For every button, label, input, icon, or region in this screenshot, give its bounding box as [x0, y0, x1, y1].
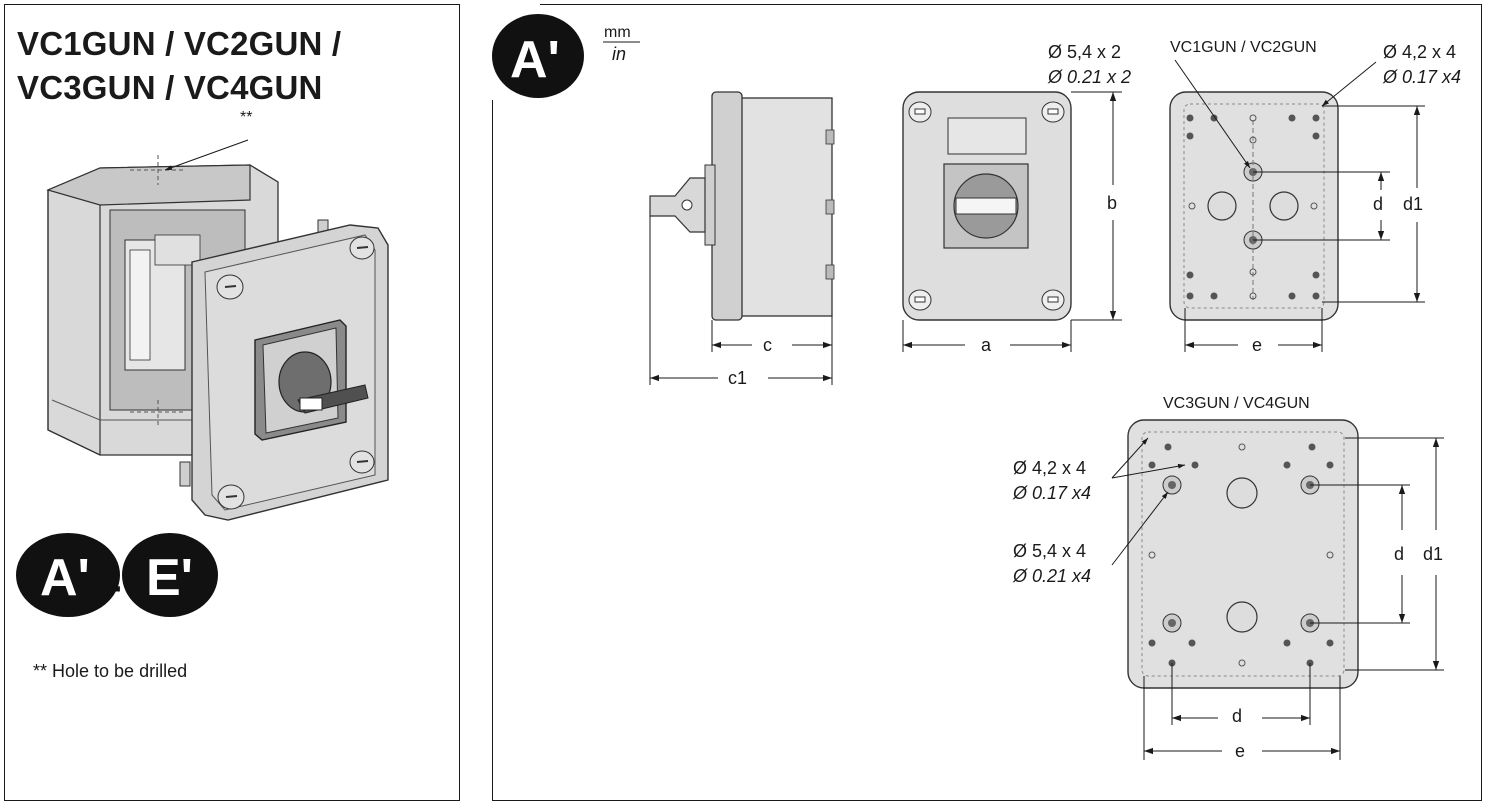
badge-a-label: A' [40, 549, 90, 607]
footnote: ** Hole to be drilled [33, 661, 188, 681]
dim-e-bottom: e [1235, 741, 1245, 761]
dim-a: a [981, 335, 992, 355]
hole-big-top-in: Ø 0.21 x 2 [1047, 67, 1131, 87]
title-line-1: VC1GUN / VC2GUN / [17, 25, 342, 62]
dim-e-top: e [1252, 335, 1262, 355]
badge-right-label: A' [510, 31, 560, 89]
hole-big-top-mm: Ø 5,4 x 2 [1048, 42, 1121, 62]
side-view [649, 91, 835, 385]
unit-in: in [612, 44, 626, 64]
enclosure-illustration [46, 139, 389, 521]
hole-small-top-in: Ø 0.17 x4 [1382, 67, 1461, 87]
title-line-2: VC3GUN / VC4GUN [17, 69, 323, 106]
right-panel-top-border [540, 4, 1482, 5]
front-view [902, 91, 1122, 352]
dim-d-bottom-h: d [1232, 706, 1242, 726]
hole-small-bottom-mm: Ø 4,2 x 4 [1013, 458, 1086, 478]
dim-d-bottom-v: d [1394, 544, 1404, 564]
badge-sep: - [107, 561, 122, 610]
dim-d1-top: d1 [1403, 194, 1423, 214]
back-view-top [1169, 59, 1425, 352]
top-group-title: VC1GUN / VC2GUN [1170, 39, 1317, 56]
dim-c: c [763, 335, 772, 355]
hole-small-top-mm: Ø 4,2 x 4 [1383, 42, 1456, 62]
drill-marker: ** [240, 109, 252, 126]
dim-d1-bottom: d1 [1423, 544, 1443, 564]
badge-e-label: E' [146, 549, 193, 607]
right-panel-left-border [492, 100, 493, 801]
unit-mm: mm [604, 24, 631, 41]
back-view-bottom [1111, 419, 1444, 760]
bottom-group-title: VC3GUN / VC4GUN [1163, 395, 1310, 412]
hole-big-bottom-in: Ø 0.21 x4 [1012, 566, 1091, 586]
dim-b: b [1107, 193, 1117, 213]
hole-big-bottom-mm: Ø 5,4 x 4 [1013, 541, 1086, 561]
badge-a-e: A' - E' [16, 533, 218, 617]
dim-d-top: d [1373, 194, 1383, 214]
badge-right-a: A' [492, 14, 584, 98]
hole-small-bottom-in: Ø 0.17 x4 [1012, 483, 1091, 503]
dim-c1: c1 [728, 368, 747, 388]
